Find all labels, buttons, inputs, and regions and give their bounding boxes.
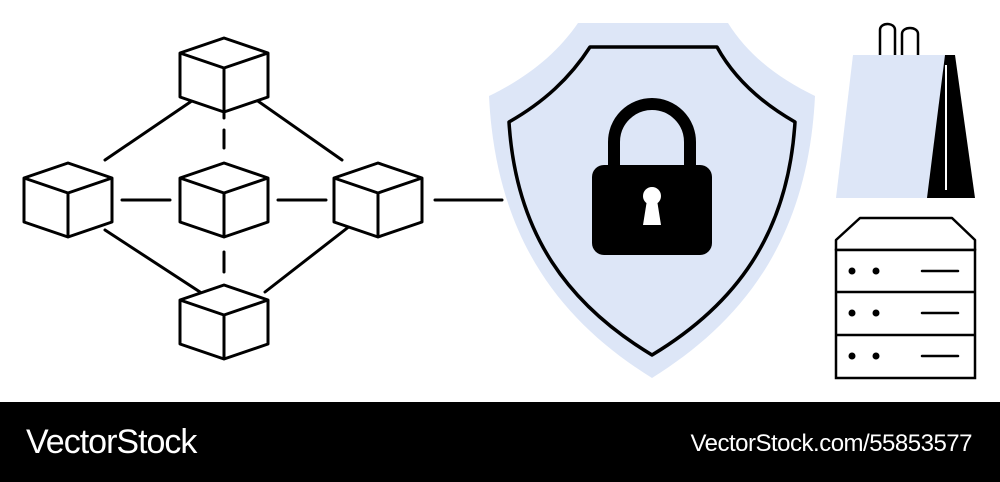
shield-icon bbox=[489, 23, 815, 378]
server-rack-icon bbox=[834, 216, 977, 380]
brand-logo-text: VectorStock bbox=[26, 423, 197, 461]
cube-bottom bbox=[178, 283, 270, 361]
cube-center bbox=[178, 161, 270, 239]
illustration bbox=[22, 22, 977, 380]
padlock-icon bbox=[592, 98, 712, 255]
cube-right bbox=[332, 161, 424, 239]
cube-left bbox=[22, 161, 114, 239]
network-connectors bbox=[103, 90, 504, 294]
blockchain-network-icon bbox=[22, 36, 504, 361]
shopping-bag-icon bbox=[836, 22, 975, 198]
footer-bar: VectorStock VectorStock.com/55853577 bbox=[0, 402, 1000, 482]
cube-top bbox=[178, 36, 270, 114]
image-id-text: VectorStock.com/55853577 bbox=[690, 430, 972, 457]
